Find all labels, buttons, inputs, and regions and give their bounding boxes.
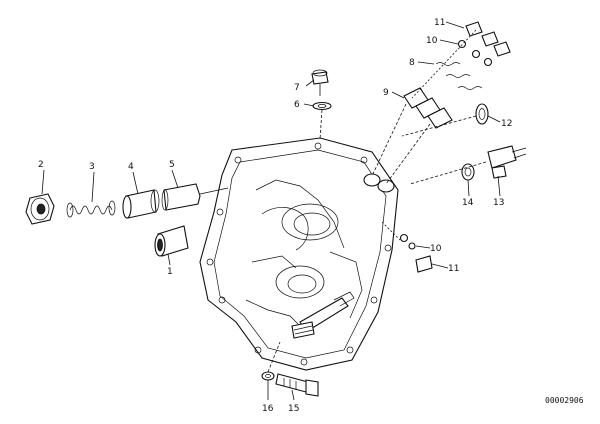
callout-4: 4 bbox=[128, 162, 134, 172]
bush-1 bbox=[154, 225, 189, 257]
callout-2: 2 bbox=[38, 160, 44, 170]
callout-12: 12 bbox=[501, 119, 512, 129]
bolt-7 bbox=[311, 69, 329, 96]
sealing-ring-14 bbox=[461, 163, 475, 181]
compression-spring-3 bbox=[66, 200, 116, 218]
callout-7: 7 bbox=[294, 83, 300, 93]
gearbox-housing bbox=[199, 137, 399, 371]
leader-lines bbox=[41, 21, 501, 401]
washer-16 bbox=[261, 341, 281, 381]
reference-number: 00002906 bbox=[545, 396, 584, 405]
callout-16: 16 bbox=[262, 404, 274, 414]
sleeve-4 bbox=[122, 189, 160, 219]
detent-set-lower bbox=[381, 221, 433, 273]
switch-13 bbox=[409, 145, 527, 185]
callout-8: 8 bbox=[409, 58, 415, 68]
callout-6: 6 bbox=[294, 100, 300, 110]
callout-3: 3 bbox=[89, 162, 95, 172]
callout-5: 5 bbox=[169, 160, 175, 170]
callout-14: 14 bbox=[462, 198, 474, 208]
callout-9: 9 bbox=[383, 88, 389, 98]
screw-plug-2 bbox=[25, 193, 55, 225]
callout-10-mid: 10 bbox=[430, 244, 442, 254]
washer-6 bbox=[312, 101, 332, 141]
callout-15: 15 bbox=[288, 404, 299, 414]
callout-10-top: 10 bbox=[426, 36, 438, 46]
slide-piece-5 bbox=[161, 183, 229, 211]
shaft-seal-12 bbox=[401, 103, 489, 137]
callout-11-mid: 11 bbox=[448, 264, 459, 274]
callout-1: 1 bbox=[167, 267, 173, 277]
detent-set-upper bbox=[371, 21, 511, 185]
bolt-15 bbox=[275, 373, 319, 397]
callout-11-top: 11 bbox=[434, 18, 445, 28]
callout-13: 13 bbox=[493, 198, 504, 208]
